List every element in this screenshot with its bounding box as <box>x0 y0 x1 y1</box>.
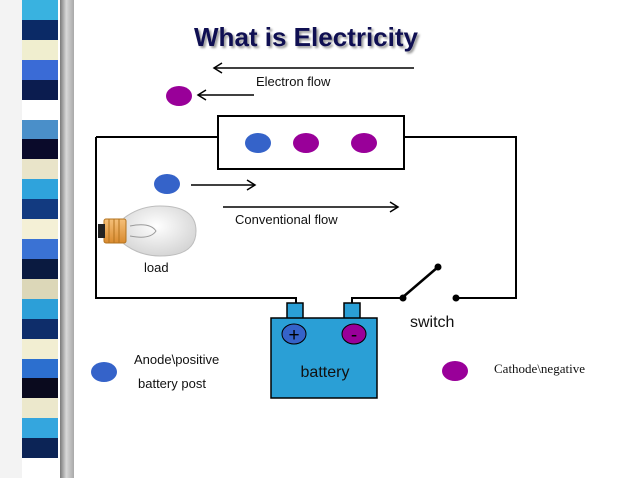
switch-icon <box>399 263 460 302</box>
sidebar-stripe <box>22 258 58 280</box>
conventional-flow-arrow <box>191 179 400 213</box>
sidebar-stripe <box>22 159 58 180</box>
sidebar-stripe <box>22 199 58 220</box>
anode-legend-dot <box>91 362 117 382</box>
battery-positive-terminal <box>281 323 307 345</box>
battery-label: battery <box>301 364 350 381</box>
plus-sign: + <box>288 325 299 346</box>
sidebar-stripe <box>22 298 58 320</box>
sidebar-stripe <box>22 438 58 459</box>
sidebar-stripe <box>22 358 58 379</box>
sidebar-stripe <box>22 99 58 120</box>
sidebar-stripe <box>22 338 58 359</box>
sidebar-stripe <box>22 119 58 140</box>
sidebar-stripe <box>22 79 58 101</box>
sidebar-stripe <box>22 39 58 61</box>
conventional-flow-label: Conventional flow <box>235 212 338 227</box>
negative-charge <box>351 133 377 153</box>
slide-title: What is Electricity <box>194 22 418 52</box>
electron-flow-label: Electron flow <box>256 74 331 89</box>
sidebar-stripe <box>22 318 58 340</box>
cathode-legend-dot <box>442 361 468 381</box>
sidebar-stripe <box>22 219 58 240</box>
sidebar-stripe <box>22 0 58 21</box>
sidebar-margin <box>0 0 22 478</box>
sidebar-stripe <box>22 239 58 260</box>
electron-flow-arrow <box>196 62 414 101</box>
minus-sign: - <box>351 325 357 346</box>
cathode-label: Cathode\negative <box>494 361 585 376</box>
sidebar-stripe <box>22 19 58 41</box>
battery-icon: + - battery <box>270 302 378 399</box>
load-label: load <box>144 260 169 275</box>
negative-charge <box>293 133 319 153</box>
sidebar-stripe <box>22 139 58 160</box>
battery-negative-terminal <box>341 323 367 345</box>
anode-label: Anode\positive <box>134 352 220 367</box>
anode-label-line2: battery post <box>138 376 206 391</box>
decorative-sidebar <box>0 0 74 478</box>
switch-label: switch <box>410 314 455 331</box>
sidebar-stripe <box>22 398 58 419</box>
sidebar-stripe <box>22 179 58 200</box>
sidebar-stripe <box>22 418 58 439</box>
sidebar-stripe <box>22 378 58 399</box>
sidebar-stripe <box>22 458 58 478</box>
sidebar-edge <box>60 0 74 478</box>
negative-charge <box>166 86 192 106</box>
sidebar-stripe <box>22 278 58 300</box>
positive-charge <box>245 133 271 153</box>
positive-charge <box>154 174 180 194</box>
sidebar-stripe <box>22 59 58 81</box>
light-bulb-icon <box>98 205 197 257</box>
